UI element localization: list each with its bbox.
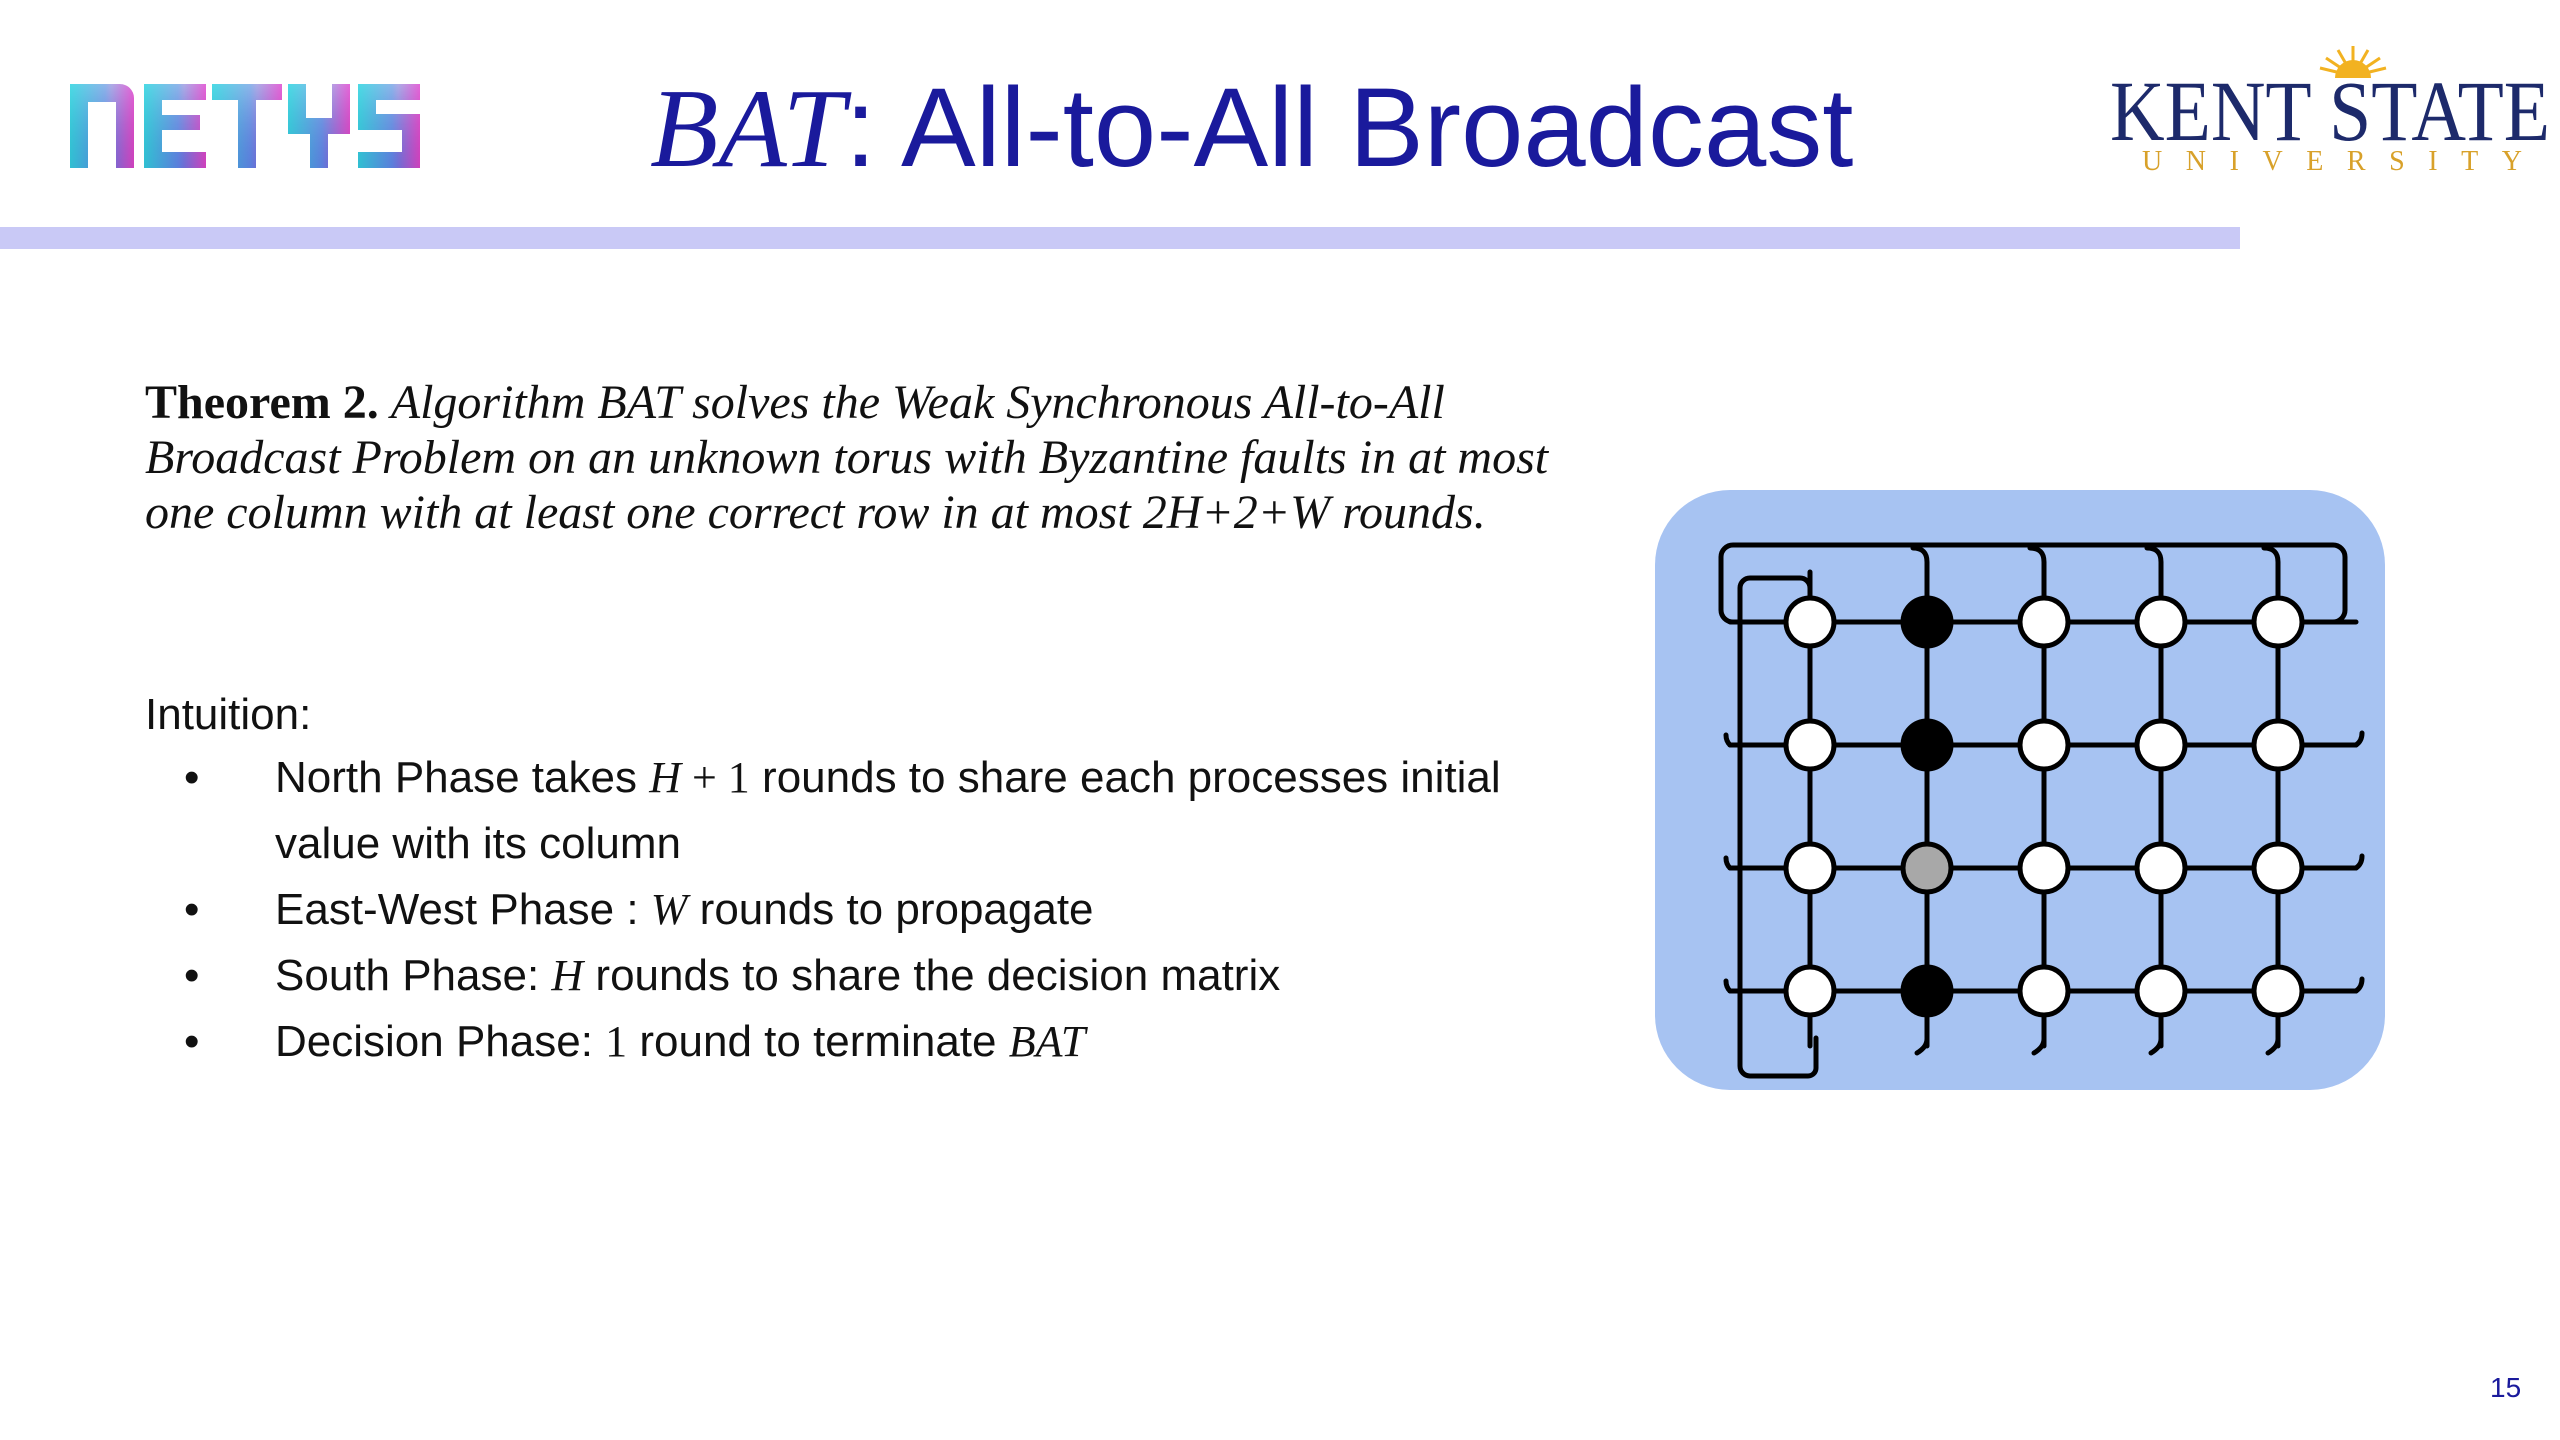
column-wrap-link xyxy=(1737,575,1819,1079)
bullet-icon: • xyxy=(184,951,200,1000)
kent-state-logo: KENT STATE UNIVERSITY xyxy=(2110,46,2550,177)
item-math: H xyxy=(551,951,584,1000)
process-node-correct xyxy=(2134,841,2188,895)
row-wrap-link xyxy=(1718,542,2348,625)
title-rest: : All-to-All Broadcast xyxy=(844,65,1854,190)
diagram-panel xyxy=(1655,490,2385,1090)
column-wrap-hook xyxy=(2144,545,2164,577)
column-wrap-hook xyxy=(2031,1028,2047,1056)
item-text: rounds to share the decision matrix xyxy=(583,951,1281,1000)
process-node-faulty xyxy=(1900,718,1954,772)
item-text: North Phase takes xyxy=(275,753,650,802)
process-node-correct xyxy=(2134,595,2188,649)
theorem-statement: Algorithm BAT solves the Weak Synchronou… xyxy=(145,376,1549,539)
bullet-icon: • xyxy=(184,885,200,934)
header-rule xyxy=(0,227,2240,249)
column-wrap-hook xyxy=(1910,545,1930,577)
row-wrap-hook xyxy=(1723,855,1733,871)
process-node-faulty xyxy=(1900,964,1954,1018)
row-wrap-hook xyxy=(1723,978,1733,994)
process-node-correct xyxy=(2134,964,2188,1018)
column-wrap-hook xyxy=(2261,545,2281,577)
list-item: • East-West Phase : W rounds to propagat… xyxy=(180,877,1580,943)
item-text: rounds to share each processes initial v… xyxy=(275,753,1501,868)
item-num: + 1 xyxy=(680,753,750,802)
item-text: rounds to propagate xyxy=(687,885,1094,934)
theorem-block: Theorem 2. Algorithm BAT solves the Weak… xyxy=(145,375,1555,540)
column-wrap-hook xyxy=(2265,1028,2281,1056)
item-math: H xyxy=(649,753,681,802)
theorem-label: Theorem 2. xyxy=(145,376,379,429)
process-node-correct xyxy=(2017,595,2071,649)
process-node-correct xyxy=(1783,595,1837,649)
process-node-correct xyxy=(2251,841,2305,895)
list-item: • North Phase takes H + 1 rounds to shar… xyxy=(180,745,1580,877)
torus-diagram xyxy=(1655,490,2385,1090)
process-node-correct xyxy=(2017,718,2071,772)
item-math: BAT xyxy=(1008,1017,1086,1066)
row-wrap-hook xyxy=(2353,853,2365,871)
process-node-correct xyxy=(1783,964,1837,1018)
slide-title: BAT: All-to-All Broadcast xyxy=(650,58,1853,198)
column-wrap-hook xyxy=(2027,545,2047,577)
column-wrap-hook xyxy=(2148,1028,2164,1056)
item-text: round to terminate xyxy=(627,1017,1009,1066)
process-node-correct xyxy=(2251,595,2305,649)
row-wrap-hook xyxy=(1723,732,1733,748)
item-text: East-West Phase : xyxy=(275,885,651,934)
process-node-unknown xyxy=(1900,841,1954,895)
intuition-list: • North Phase takes H + 1 rounds to shar… xyxy=(180,745,1580,1075)
bullet-icon: • xyxy=(184,753,200,802)
row-wrap-hook xyxy=(2353,730,2365,748)
process-node-correct xyxy=(2251,718,2305,772)
process-node-correct xyxy=(2251,964,2305,1018)
list-item: • Decision Phase: 1 round to terminate B… xyxy=(180,1009,1580,1075)
process-node-faulty xyxy=(1900,595,1954,649)
process-node-correct xyxy=(2134,718,2188,772)
process-node-correct xyxy=(1783,718,1837,772)
item-num: 1 xyxy=(605,1017,628,1066)
list-item: • South Phase: H rounds to share the dec… xyxy=(180,943,1580,1009)
netys-logo xyxy=(70,84,420,168)
item-math: W xyxy=(650,885,688,934)
process-node-correct xyxy=(2017,964,2071,1018)
process-node-correct xyxy=(2017,841,2071,895)
page-number: 15 xyxy=(2490,1372,2522,1403)
title-italic: BAT xyxy=(650,67,845,191)
sun-icon xyxy=(2319,46,2387,78)
intuition-label: Intuition: xyxy=(145,690,312,739)
row-wrap-hook xyxy=(2353,976,2365,994)
bullet-icon: • xyxy=(184,1017,200,1066)
column-wrap-hook xyxy=(1914,1028,1930,1056)
kent-state-wordmark: KENT STATE xyxy=(2110,63,2550,159)
item-text: South Phase: xyxy=(275,951,552,1000)
item-text: Decision Phase: xyxy=(275,1017,606,1066)
process-node-correct xyxy=(1783,841,1837,895)
